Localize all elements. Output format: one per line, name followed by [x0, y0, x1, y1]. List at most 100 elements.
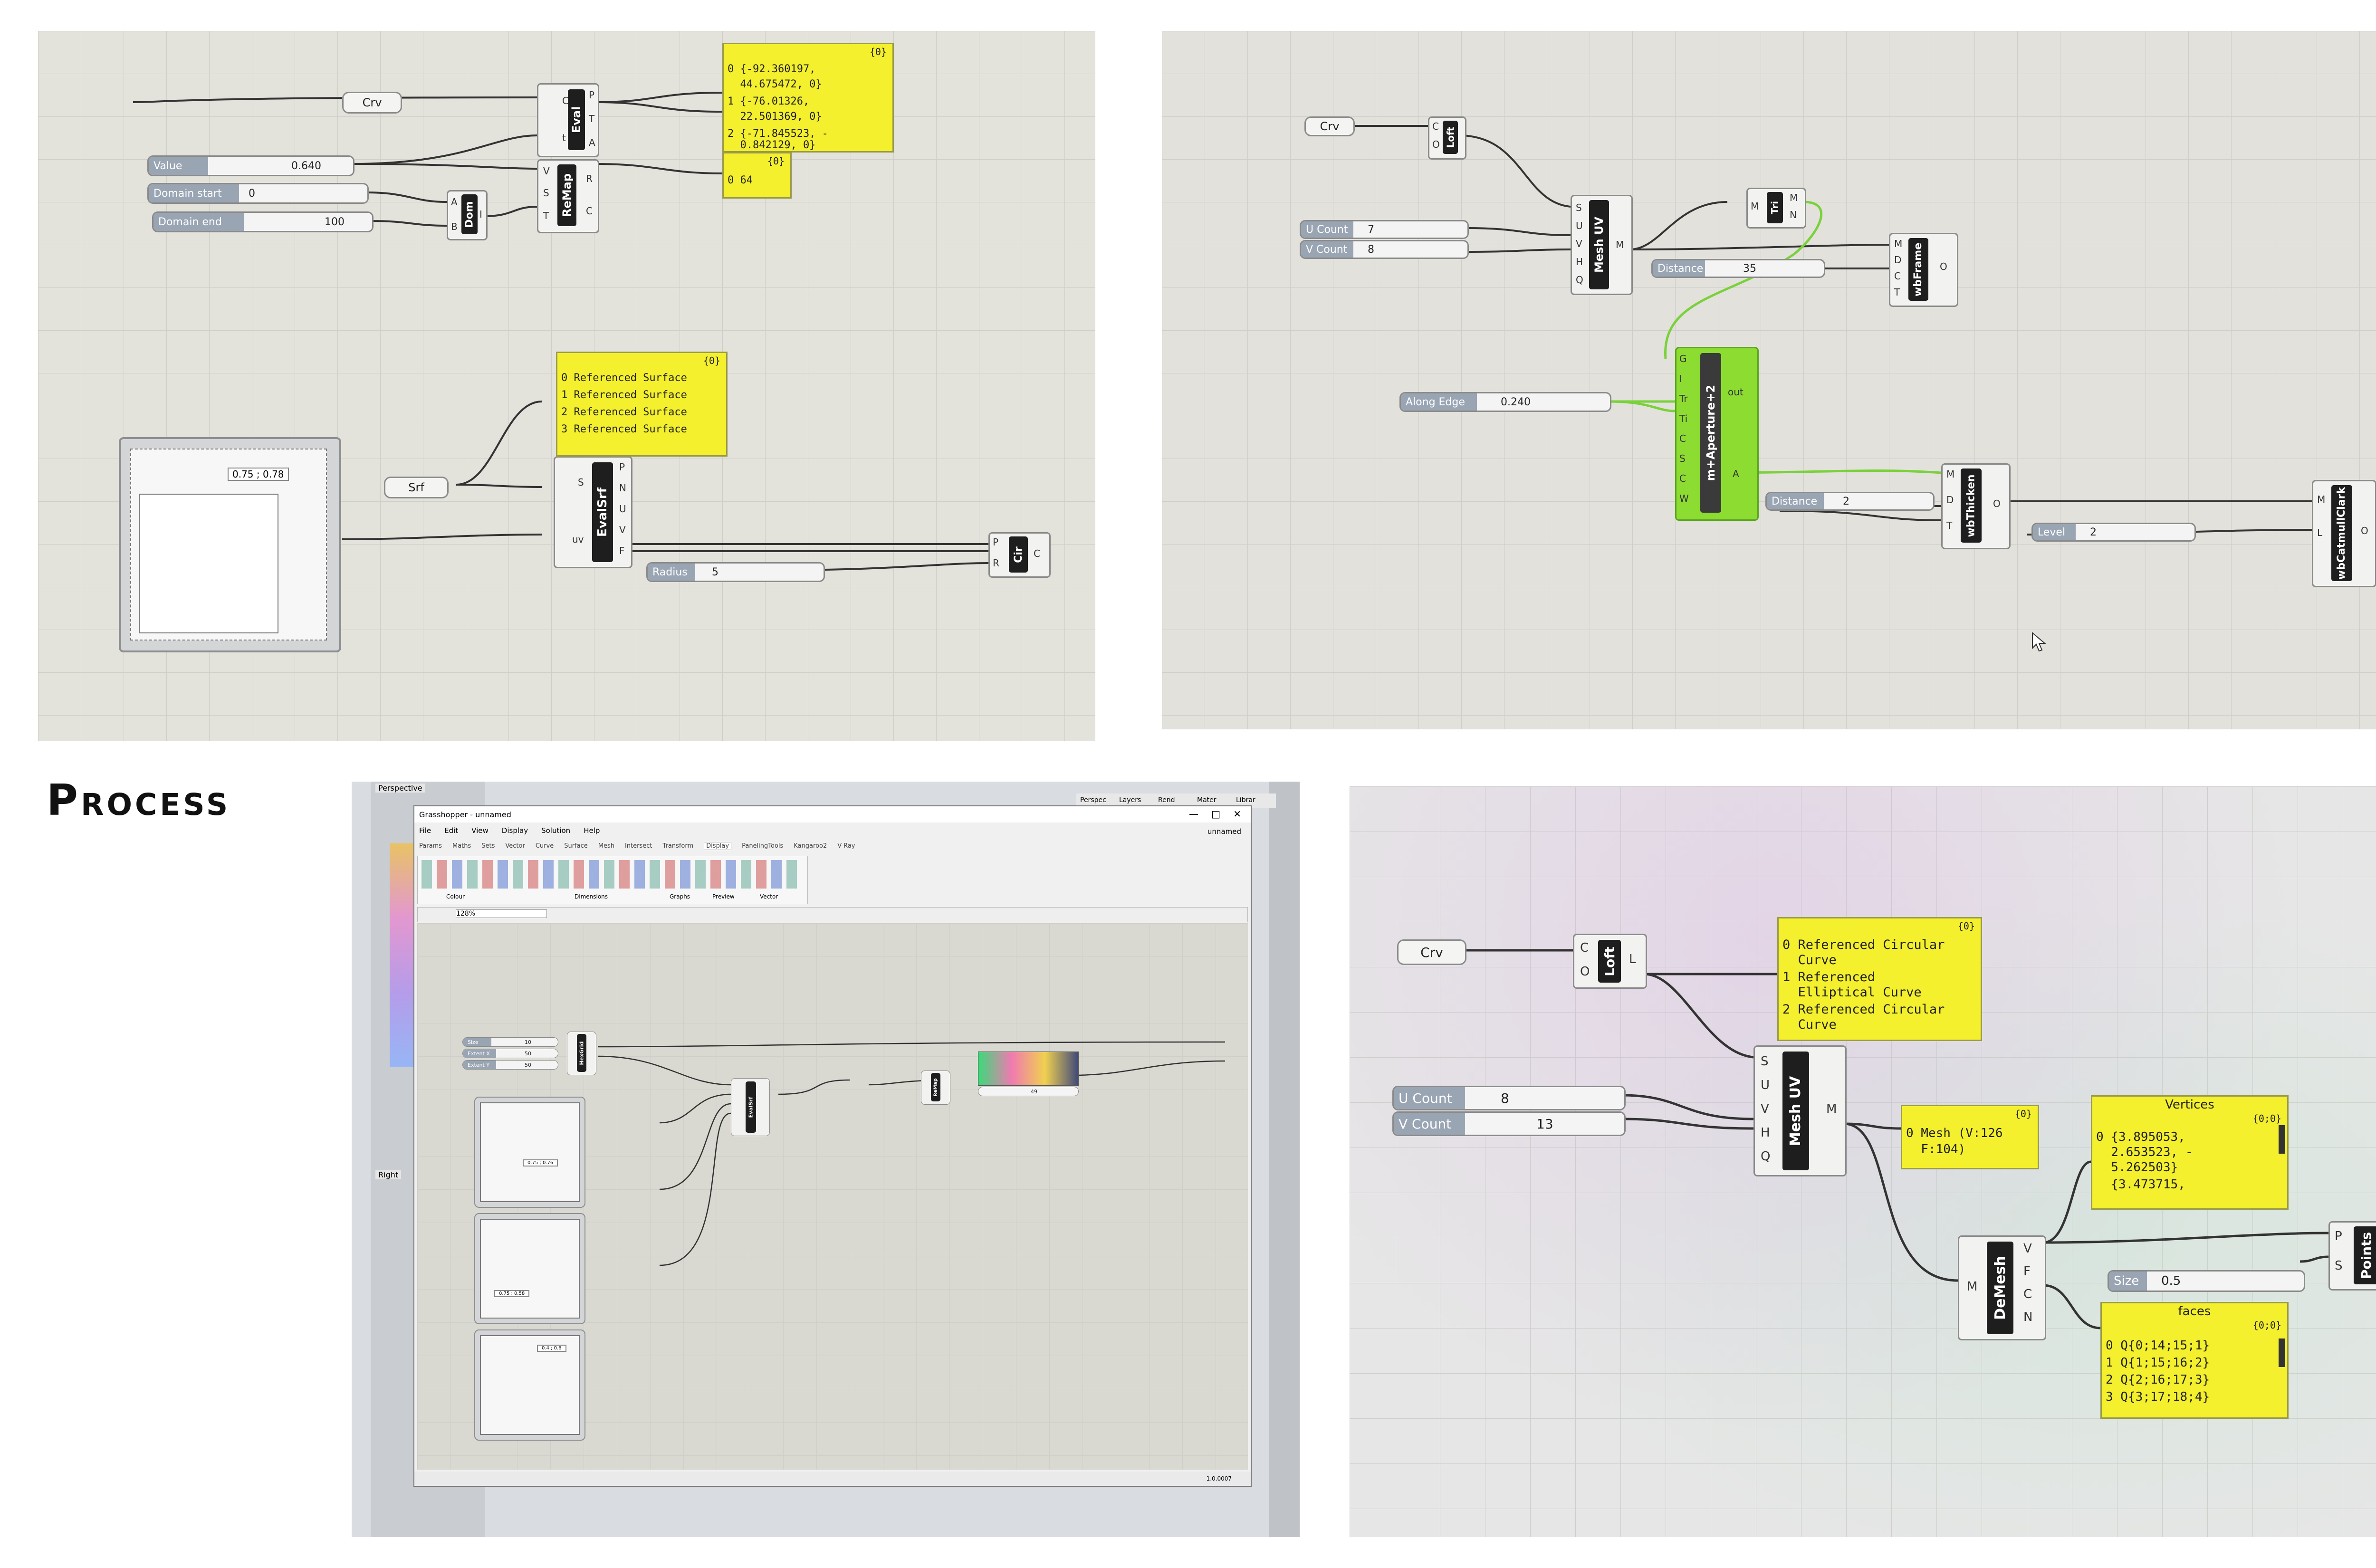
tab[interactable]: Curve: [535, 842, 554, 850]
graph-mapper-1[interactable]: 0.75 ; 0.76: [474, 1097, 585, 1208]
menu-help[interactable]: Help: [584, 826, 600, 835]
top-tab[interactable]: Mater: [1197, 796, 1217, 804]
aperture-component[interactable]: G I Tr Ti C S C W m+Aperture+2 out A: [1675, 347, 1759, 521]
evalsrf-small-name: EvalSrf: [746, 1081, 756, 1133]
v-count-slider[interactable]: V Count 8: [1300, 240, 1469, 259]
gradient-component[interactable]: [978, 1052, 1079, 1086]
tab[interactable]: Mesh: [598, 842, 614, 850]
points-component[interactable]: P S Points: [2328, 1221, 2376, 1291]
mesh-uv-component[interactable]: S U V H Q Mesh UV M: [1753, 1045, 1847, 1176]
remap-component-small[interactable]: ReMap: [921, 1071, 950, 1105]
v-count-label: V Count: [1301, 241, 1353, 258]
crv-param[interactable]: Crv: [342, 92, 402, 114]
eval-component[interactable]: C t Eval P T A: [537, 83, 599, 157]
top-tab[interactable]: Librar: [1236, 796, 1255, 804]
menu-file[interactable]: File: [419, 826, 431, 835]
crv-param[interactable]: Crv: [1304, 116, 1355, 136]
crv-param[interactable]: Crv: [1397, 939, 1466, 965]
top-tab[interactable]: Perspec: [1080, 796, 1106, 804]
gh-canvas[interactable]: Size 10 Extent X 50 Extent Y 50 HexGrid …: [417, 923, 1248, 1470]
value-slider[interactable]: Value 0.640: [147, 155, 354, 176]
radius-label: Radius: [648, 564, 695, 581]
surface-list-panel[interactable]: {0} 0 Referenced Surface 1 Referenced Su…: [556, 352, 728, 457]
along-edge-slider[interactable]: Along Edge 0.240: [1399, 392, 1611, 412]
minimize-icon[interactable]: —: [1189, 808, 1198, 820]
curve-list-panel[interactable]: {0} 0 Referenced Circular Curve 1 Refere…: [1777, 917, 1982, 1041]
wbframe-component[interactable]: M D C T wbFrame O: [1889, 233, 1958, 307]
tab[interactable]: Sets: [481, 842, 495, 850]
u-count-slider[interactable]: U Count 8: [1392, 1086, 1626, 1110]
eval-points-panel[interactable]: {0} 0 {-92.360197, 44.675472, 0} 1 {-76.…: [722, 43, 894, 153]
tab-display-active[interactable]: Display: [704, 842, 732, 850]
mesh-result-panel[interactable]: {0} 0 Mesh (V:126 F:104): [1901, 1105, 2039, 1169]
ribbon-icons[interactable]: [422, 860, 802, 889]
size-slider[interactable]: Size 10: [462, 1037, 558, 1047]
menu-view[interactable]: View: [471, 826, 489, 835]
extent-x-slider[interactable]: Extent X 50: [462, 1049, 558, 1058]
vertices-panel[interactable]: Vertices {0;0} 0 {3.895053, 2.653523, - …: [2091, 1095, 2289, 1210]
graph-mapper-2[interactable]: 0.75 ; 0.58: [474, 1213, 585, 1324]
v-count-slider[interactable]: V Count 13: [1392, 1111, 1626, 1136]
ribbon-group-dimensions: Dimensions: [575, 893, 608, 900]
panel-scrollbar[interactable]: [2279, 1339, 2285, 1367]
srf-param[interactable]: Srf: [384, 477, 449, 498]
distance2-slider[interactable]: Distance 2: [1765, 492, 1935, 511]
menu-solution[interactable]: Solution: [541, 826, 571, 835]
loft-component[interactable]: C O Loft: [1428, 116, 1466, 160]
faces-panel[interactable]: faces {0;0} 0 Q{0;14;15;1} 1 Q{1;15;16;2…: [2100, 1302, 2289, 1419]
tab[interactable]: Surface: [564, 842, 588, 850]
hexgrid-component[interactable]: HexGrid: [567, 1032, 596, 1075]
remap-component[interactable]: V S T ReMap R C: [537, 159, 599, 233]
loft-input-c: C: [1432, 121, 1439, 132]
u-count-slider[interactable]: U Count 7: [1300, 220, 1469, 239]
tab[interactable]: Params: [419, 842, 442, 850]
extent-y-slider[interactable]: Extent Y 50: [462, 1060, 558, 1070]
wbthicken-input-m: M: [1946, 468, 1955, 480]
tri-name: Tri: [1767, 192, 1783, 223]
distance-slider[interactable]: Distance 35: [1651, 259, 1825, 278]
tab[interactable]: Intersect: [624, 842, 652, 850]
tab[interactable]: PanelingTools: [742, 842, 784, 850]
cir-name: Cir: [1009, 536, 1028, 573]
zoom-field[interactable]: 128%: [456, 909, 547, 918]
tab[interactable]: Transform: [662, 842, 694, 850]
graph-mapper[interactable]: 0.75 ; 0.78: [119, 437, 341, 652]
close-icon[interactable]: ✕: [1233, 808, 1241, 820]
demesh-component[interactable]: M DeMesh V F C N: [1958, 1235, 2046, 1340]
top-tab[interactable]: Layers: [1119, 796, 1141, 804]
panel-scrollbar[interactable]: [2279, 1125, 2285, 1154]
panel-line: 5.262503}: [2096, 1160, 2178, 1175]
size-slider[interactable]: Size 0.5: [2108, 1270, 2305, 1292]
domain-end-slider[interactable]: Domain end 100: [152, 211, 374, 232]
domain-component[interactable]: A B Dom I: [447, 190, 488, 240]
level-slider[interactable]: Level 2: [2031, 523, 2196, 542]
v-count-value: 13: [1536, 1116, 1553, 1132]
menu-edit[interactable]: Edit: [444, 826, 459, 835]
count-slider[interactable]: 49: [978, 1087, 1079, 1096]
wbthicken-component[interactable]: M D T wbThicken O: [1941, 463, 2011, 549]
panel-line: 2.653523, -: [2096, 1145, 2193, 1159]
domain-start-slider[interactable]: Domain start 0: [147, 183, 369, 204]
tab[interactable]: V-Ray: [837, 842, 855, 850]
domain-end-value: 100: [325, 216, 345, 228]
radius-slider[interactable]: Radius 5: [646, 562, 825, 582]
evalsrf-component-small[interactable]: EvalSrf: [731, 1078, 770, 1136]
menu-display[interactable]: Display: [501, 826, 528, 835]
mesh-uv-component[interactable]: S U V H Q Mesh UV M: [1571, 195, 1633, 295]
graph-mapper-3[interactable]: 0.4 ; 0.6: [474, 1329, 585, 1441]
maximize-icon[interactable]: □: [1211, 808, 1220, 820]
panel-line: 2 Referenced Circular: [1782, 1002, 1945, 1017]
tab[interactable]: Kangaroo2: [794, 842, 827, 850]
remap-result-panel[interactable]: {0} 0 64: [722, 152, 792, 199]
size-value: 0.5: [2161, 1274, 2181, 1288]
catmull-clark-component[interactable]: M L wbCatmullClark O: [2312, 480, 2376, 587]
circle-component[interactable]: P R Cir C: [988, 532, 1051, 578]
tri-component[interactable]: M Tri M N: [1746, 188, 1806, 229]
evalsrf-component[interactable]: S uv EvalSrf P N U V F: [554, 456, 632, 568]
tab[interactable]: Maths: [452, 842, 471, 850]
tab[interactable]: Vector: [505, 842, 525, 850]
top-tab[interactable]: Rend: [1158, 796, 1175, 804]
loft-component[interactable]: C O Loft L: [1573, 934, 1647, 989]
graph-area: [480, 1219, 580, 1319]
